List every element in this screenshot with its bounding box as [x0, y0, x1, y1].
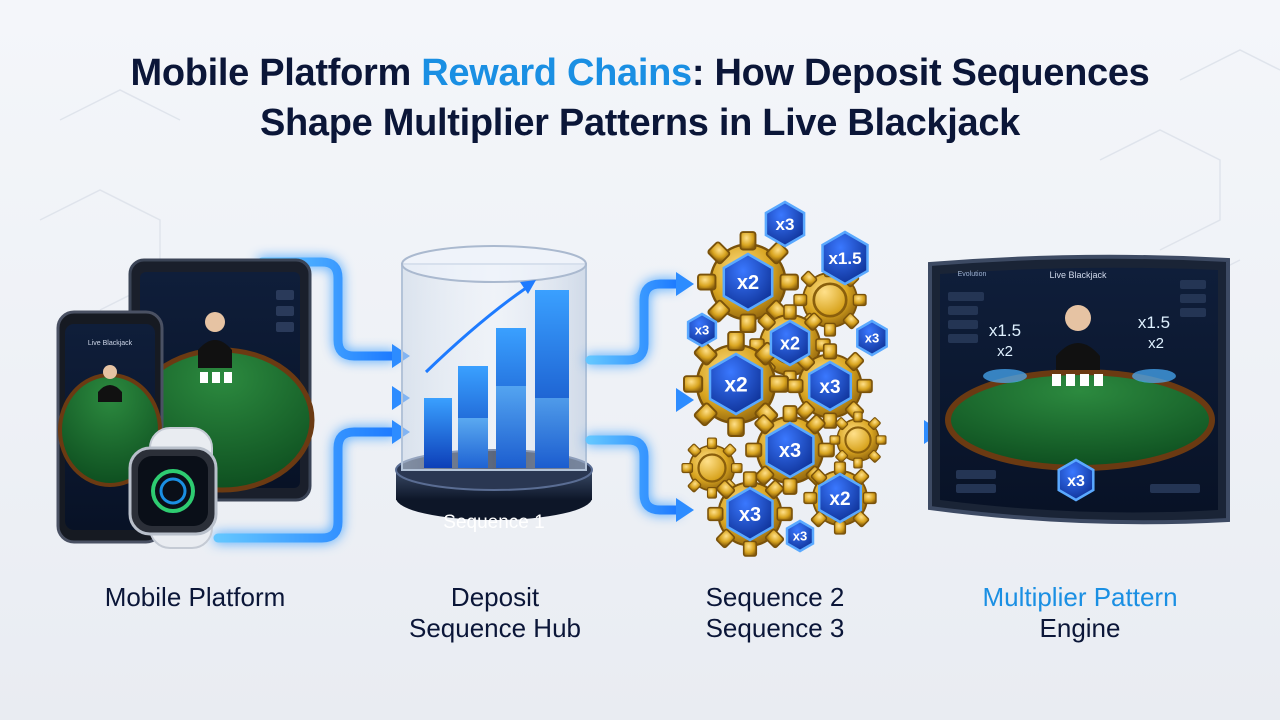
title-text-end: : How Deposit Sequences — [691, 52, 1150, 94]
mobile-platform-label: Mobile Platform — [60, 582, 330, 613]
hub-bar-chart — [424, 290, 569, 468]
gear-multiplier-badge-6-hex — [856, 319, 888, 357]
sequences-label: Sequence 2 Sequence 3 — [660, 582, 890, 644]
gear-multiplier-badge-12-hex — [785, 519, 815, 553]
engine-multiplier-badge-bottom-text: x3 — [1067, 473, 1085, 490]
sequences-label-line-2: Sequence 3 — [705, 613, 845, 643]
gear-multiplier-badge-7-hex — [708, 352, 764, 416]
gear-multiplier-badge-1-text: x3 — [776, 215, 795, 234]
gear-multiplier-badge-8: x3 — [807, 360, 853, 412]
gear-multiplier-badge-9-text: x3 — [779, 440, 801, 462]
gear-multiplier-badge-2-text: x1.5 — [828, 249, 861, 268]
multiplier-engine-label: Multiplier Pattern Engine — [930, 582, 1230, 644]
gear-multiplier-badge-11: x2 — [817, 472, 863, 524]
gear-multiplier-badge-2: x1.5 — [821, 230, 869, 286]
multiplier-engine-label-line-2: Engine — [1039, 613, 1121, 643]
gear-multiplier-badge-4-hex — [686, 312, 718, 348]
mobile-platform-label-text: Mobile Platform — [104, 582, 286, 612]
gear-multiplier-badge-8-text: x3 — [819, 377, 840, 398]
multiplier-engine-label-line-1: Multiplier Pattern — [982, 582, 1178, 612]
gear-multiplier-badge-3: x2 — [722, 252, 774, 312]
title-line-1: Mobile Platform Reward Chains: How Depos… — [0, 48, 1280, 98]
gear-multiplier-badge-3-hex — [722, 252, 774, 312]
deposit-hub-label-line-2: Sequence Hub — [408, 613, 582, 643]
hub-base-label: Sequence 1 — [443, 512, 544, 533]
title-highlight: Reward Chains — [421, 52, 692, 94]
gear-multiplier-badge-5-text: x2 — [780, 333, 800, 353]
gear-multiplier-badge-10: x3 — [726, 486, 774, 542]
page-title: Mobile Platform Reward Chains: How Depos… — [0, 48, 1280, 148]
sequences-label-line-1: Sequence 2 — [705, 582, 845, 612]
gear-multiplier-badge-1: x3 — [764, 200, 806, 248]
gear-multiplier-badge-7-text: x2 — [724, 374, 747, 397]
gear-multiplier-badge-3-text: x2 — [737, 272, 759, 294]
gear-multiplier-badge-12-text: x3 — [793, 529, 807, 544]
smartwatch-device — [128, 427, 218, 549]
engine-float-left-top: x1.5 — [989, 321, 1021, 340]
gear-multiplier-badge-5: x2 — [769, 319, 811, 367]
gear-multiplier-badge-11-text: x2 — [829, 489, 850, 510]
arrows-hub-to-gears — [585, 279, 681, 515]
gear-multiplier-badge-4-text: x3 — [695, 323, 709, 338]
gear-multiplier-badge-10-text: x3 — [739, 504, 761, 526]
deposit-hub-label-line-1: Deposit — [450, 582, 540, 612]
gear-multiplier-badge-8-hex — [807, 360, 853, 412]
engine-screen-title: Live Blackjack — [1049, 270, 1107, 280]
engine-float-right-top: x1.5 — [1138, 313, 1170, 332]
engine-screen-brand: Evolution — [958, 271, 987, 278]
gear-multiplier-badge-11-hex — [817, 472, 863, 524]
engine-float-right-bottom: x2 — [1148, 335, 1164, 352]
gear-multiplier-badge-5-hex — [769, 319, 811, 367]
gear-multiplier-badge-7: x2 — [708, 352, 764, 416]
title-text-start: Mobile Platform — [130, 52, 422, 94]
gear-multiplier-badge-1-hex — [764, 200, 806, 248]
multiplier-engine-screen — [928, 254, 1230, 525]
engine-float-left-bottom: x2 — [997, 343, 1013, 360]
engine-multiplier-badge-bottom: x3 — [1057, 458, 1095, 502]
gear-multiplier-badge-6: x3 — [856, 319, 888, 357]
gear-multiplier-badge-4: x3 — [686, 312, 718, 348]
gear-multiplier-badge-9: x3 — [765, 421, 815, 479]
deposit-hub-label: Deposit Sequence Hub — [370, 582, 620, 644]
gear-multiplier-badge-9-hex — [765, 421, 815, 479]
phone-header-text: Live Blackjack — [88, 340, 133, 347]
gear-multiplier-badge-12: x3 — [785, 519, 815, 553]
gear-multiplier-badge-2-hex — [821, 230, 869, 286]
gear-multiplier-badge-6-text: x3 — [865, 331, 879, 346]
title-line-2: Shape Multiplier Patterns in Live Blackj… — [259, 102, 1021, 144]
deposit-sequence-hub — [395, 245, 593, 520]
gear-multiplier-badge-10-hex — [726, 486, 774, 542]
engine-multiplier-badge-bottom-hex — [1057, 458, 1095, 502]
arrowheads-hub — [676, 272, 694, 522]
